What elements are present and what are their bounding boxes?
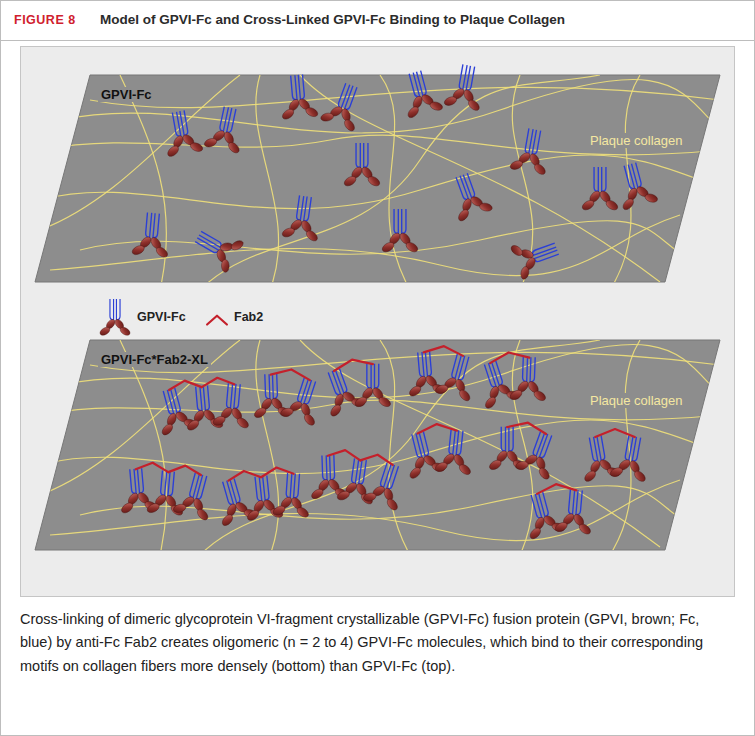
gpvi-fc-molecule: [202, 104, 249, 156]
caption-slot: Cross-linking of dimeric glycoprotein VI…: [20, 608, 735, 678]
title-slot: Model of GPVI-Fc and Cross-Linked GPVI-F…: [100, 12, 565, 27]
header-rule: [0, 40, 755, 41]
crosslinked-cluster: [209, 464, 318, 530]
collagen-label: Plaque collagen: [587, 393, 686, 408]
legend-symbol: [207, 316, 227, 325]
crosslinked-molecules: [113, 343, 654, 543]
gpvi-fc-molecule: [280, 194, 325, 244]
plane-name: GPVI-Fc: [98, 87, 155, 102]
gpvi-fc-molecule: [130, 211, 172, 259]
crosslinked-cluster: [517, 481, 599, 543]
gpvi-fc-molecule: [611, 159, 660, 212]
crosslinked-cluster: [245, 364, 330, 429]
crosslinked-cluster: [480, 416, 566, 484]
label-slot: FIGURE 8: [14, 13, 76, 27]
gpvi-fc-molecule: [508, 230, 563, 282]
legend-sample: [205, 298, 229, 336]
plane-surface: [35, 75, 720, 282]
figure-title: Model of GPVI-Fc and Cross-Linked GPVI-F…: [100, 12, 565, 27]
collagen-label: Plaque collagen: [587, 133, 686, 148]
plane-name: GPVI-Fc*Fab2-XL: [98, 352, 211, 367]
gpvi-fc-molecule: [581, 167, 620, 212]
gpvi-fc-molecule: [159, 108, 205, 159]
legend-sample: [98, 298, 132, 336]
gpvi-fc-molecule: [442, 62, 488, 113]
gpvi-fc-molecule: [318, 79, 370, 134]
gpvi-fc-molecule: [343, 143, 382, 188]
crosslinked-cluster: [401, 343, 483, 405]
plane-surface: [35, 340, 720, 550]
legend-symbol: [99, 299, 132, 336]
legend-item: Fab2: [205, 298, 263, 336]
crosslinked-cluster: [576, 429, 654, 484]
gpvi-fc-molecule: [188, 220, 246, 276]
gpvi-fc-molecule: [443, 169, 495, 224]
figure-number: FIGURE 8: [14, 13, 76, 27]
crosslinked-cluster: [314, 353, 400, 421]
crosslinked-cluster: [302, 445, 412, 514]
collagen-fibers: [40, 75, 720, 290]
collagen-fibers: [40, 340, 720, 555]
gpvi-fc-molecule: [396, 67, 445, 120]
panel-ground: [21, 47, 735, 597]
crosslinked-cluster: [113, 460, 221, 524]
crosslinked-cluster: [149, 375, 257, 439]
legend-item: GPVI-Fc: [98, 298, 186, 336]
gpvi-fc-molecule: [277, 73, 319, 121]
gpvi-fc-molecule: [381, 209, 420, 254]
gpvi-fc-molecule: [508, 126, 554, 177]
gpvi-fc-molecules: [130, 62, 660, 282]
crosslinked-cluster: [398, 421, 479, 481]
legend-label: GPVI-Fc: [137, 310, 186, 324]
legend-label: Fab2: [234, 310, 263, 324]
crosslinked-cluster: [470, 347, 555, 412]
figure-caption: Cross-linking of dimeric glycoprotein VI…: [20, 608, 735, 678]
